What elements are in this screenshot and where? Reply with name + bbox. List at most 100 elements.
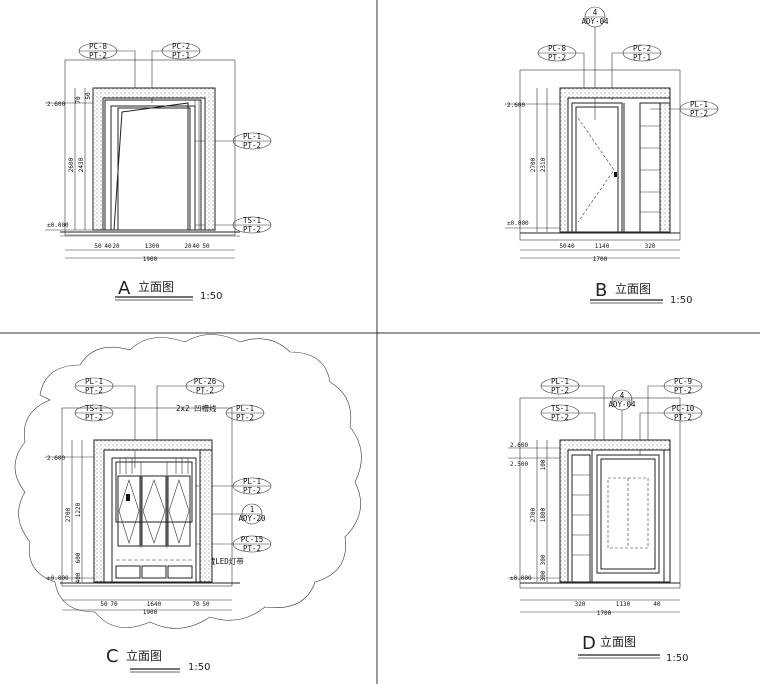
- dimension-label: 2600: [68, 157, 75, 172]
- panel-d-title: 立面图: [600, 634, 636, 649]
- dimension-label: 2310: [540, 157, 547, 172]
- level-label: ±0.000: [47, 575, 69, 582]
- level-label: 2.600: [47, 101, 65, 108]
- dimension-label: 320: [575, 601, 586, 608]
- detail-callout-text: ADY-20: [238, 514, 266, 523]
- panel-a: PC-8 PT-2 PC-2 PT-1 PL-1 PT-2 TS-1 PT-2: [45, 42, 272, 302]
- material-tag-text: PL-1: [85, 377, 103, 386]
- dimension-label: 40: [192, 243, 200, 250]
- tag-c-6: PC-15 PT-2: [232, 535, 272, 553]
- level-label: ±0.000: [47, 222, 69, 229]
- material-tag-text: PC-10: [672, 404, 695, 413]
- level-label: 2.600: [47, 455, 65, 462]
- dimension-label: 100: [540, 459, 547, 470]
- dimension-label: 70: [75, 96, 82, 104]
- note-groove: 2x2 凹槽线: [176, 403, 217, 413]
- detail-callout-text: 1: [250, 505, 255, 514]
- dimension-label: 2700: [65, 507, 72, 522]
- panel-c: PL-1 PT-2 PC-26 PT-2 TS-1 PT-2 PL-1 PT-2…: [14, 334, 362, 673]
- panel-b: 4 ADY-04 PC-8 PT-2 PC-2 PT-1 PL-1 PT-2: [505, 6, 719, 306]
- panel-a-scale: 1:50: [200, 291, 222, 302]
- level-label: 2.500: [510, 461, 528, 468]
- dimension-label: 300: [540, 570, 547, 581]
- panel-c-scale: 1:50: [188, 662, 210, 673]
- material-tag-text: PT-2: [243, 225, 261, 234]
- material-tag-text: PC-2: [633, 44, 651, 53]
- material-tag-text: PC-15: [241, 535, 264, 544]
- dimension-label: 1300: [145, 243, 160, 250]
- detail-callout-text: 4: [620, 391, 625, 400]
- tag-a-3: PL-1 PT-2: [232, 132, 272, 150]
- tag-c-2: PC-26 PT-2: [185, 377, 225, 395]
- tag-a-2: PC-2 PT-1: [161, 42, 201, 60]
- dimension-label: 2700: [530, 507, 537, 522]
- revision-cloud: [14, 334, 362, 629]
- material-tag-text: TS-1: [243, 216, 261, 225]
- material-tag-text: PL-1: [243, 132, 261, 141]
- material-tag-text: PT-2: [674, 413, 692, 422]
- tag-c-1: PL-1 PT-2: [74, 377, 114, 395]
- dimension-label: 70: [110, 601, 118, 608]
- detail-callout-text: ADY-04: [581, 17, 609, 26]
- material-tag-text: TS-1: [85, 404, 103, 413]
- material-tag-text: PL-1: [243, 477, 261, 486]
- tag-d-4: PC-10 PT-2: [663, 404, 703, 422]
- level-label: 2.600: [510, 442, 528, 449]
- panel-c-letter: C: [106, 646, 119, 667]
- tag-b-3: PL-1 PT-2: [679, 100, 719, 118]
- dimension-label: 50: [85, 92, 92, 100]
- dimension-label: 40: [653, 601, 661, 608]
- panel-b-scale: 1:50: [670, 295, 692, 306]
- panel-b-letter: B: [595, 280, 607, 301]
- callout-d: 4 ADY-04: [608, 389, 636, 411]
- dimension-label: 40: [567, 243, 575, 250]
- dimension-label: 320: [645, 243, 656, 250]
- dimension-label: 50: [94, 243, 102, 250]
- level-label: ±0.000: [510, 575, 532, 582]
- tag-d-3: TS-1 PT-2: [540, 404, 580, 422]
- panel-a-letter: A: [118, 278, 131, 299]
- material-tag-text: PT-1: [172, 51, 190, 60]
- material-tag-text: PT-2: [243, 544, 261, 553]
- dimension-label: 400: [75, 572, 82, 583]
- detail-callout-text: ADY-04: [608, 400, 636, 409]
- material-tag-text: PT-1: [633, 53, 651, 62]
- material-tag-text: PT-2: [85, 386, 103, 395]
- tag-d-1: PL-1 PT-2: [540, 377, 580, 395]
- panel-d-scale: 1:50: [666, 653, 688, 664]
- dimension-label: 1700: [597, 610, 612, 617]
- callout-b: 4 ADY-04: [581, 6, 609, 28]
- material-tag-text: PT-2: [236, 413, 254, 422]
- material-tag-text: PT-2: [89, 51, 107, 60]
- material-tag-text: PT-2: [548, 53, 566, 62]
- tag-d-2: PC-9 PT-2: [663, 377, 703, 395]
- panel-d-letter: D: [582, 633, 596, 654]
- dimension-label: 50: [202, 243, 210, 250]
- material-tag-text: PL-1: [551, 377, 569, 386]
- dimension-label: 50: [559, 243, 567, 250]
- tag-c-5: PL-1 PT-2: [232, 477, 272, 495]
- material-tag-text: PC-9: [674, 377, 692, 386]
- material-tag-text: PT-2: [551, 386, 569, 395]
- level-label: 2.600: [507, 102, 525, 109]
- material-tag-text: PT-2: [690, 109, 708, 118]
- material-tag-text: PC-2: [172, 42, 190, 51]
- dimension-label: 1800: [540, 507, 547, 522]
- dimension-label: 70: [192, 601, 200, 608]
- dimension-label: 1140: [595, 243, 610, 250]
- material-tag-text: PC-26: [194, 377, 217, 386]
- tag-c-3: TS-1 PT-2: [74, 404, 114, 422]
- panel-d: 4 ADY-04 PL-1 PT-2 PC-9 PT-2 TS-1 PT-2 P…: [508, 377, 703, 664]
- dimension-label: 2430: [78, 157, 85, 172]
- dimension-label: 50: [202, 601, 210, 608]
- level-label: ±0.000: [507, 220, 529, 227]
- dimension-label: 1900: [143, 256, 158, 263]
- tag-b-2: PC-2 PT-1: [622, 44, 662, 62]
- note-led: 暗藏LED灯带: [200, 556, 244, 566]
- material-tag-text: PC-8: [89, 42, 108, 51]
- dimension-label: 300: [540, 554, 547, 565]
- material-tag-text: PT-2: [674, 386, 692, 395]
- tag-b-1: PC-8 PT-2: [537, 44, 577, 62]
